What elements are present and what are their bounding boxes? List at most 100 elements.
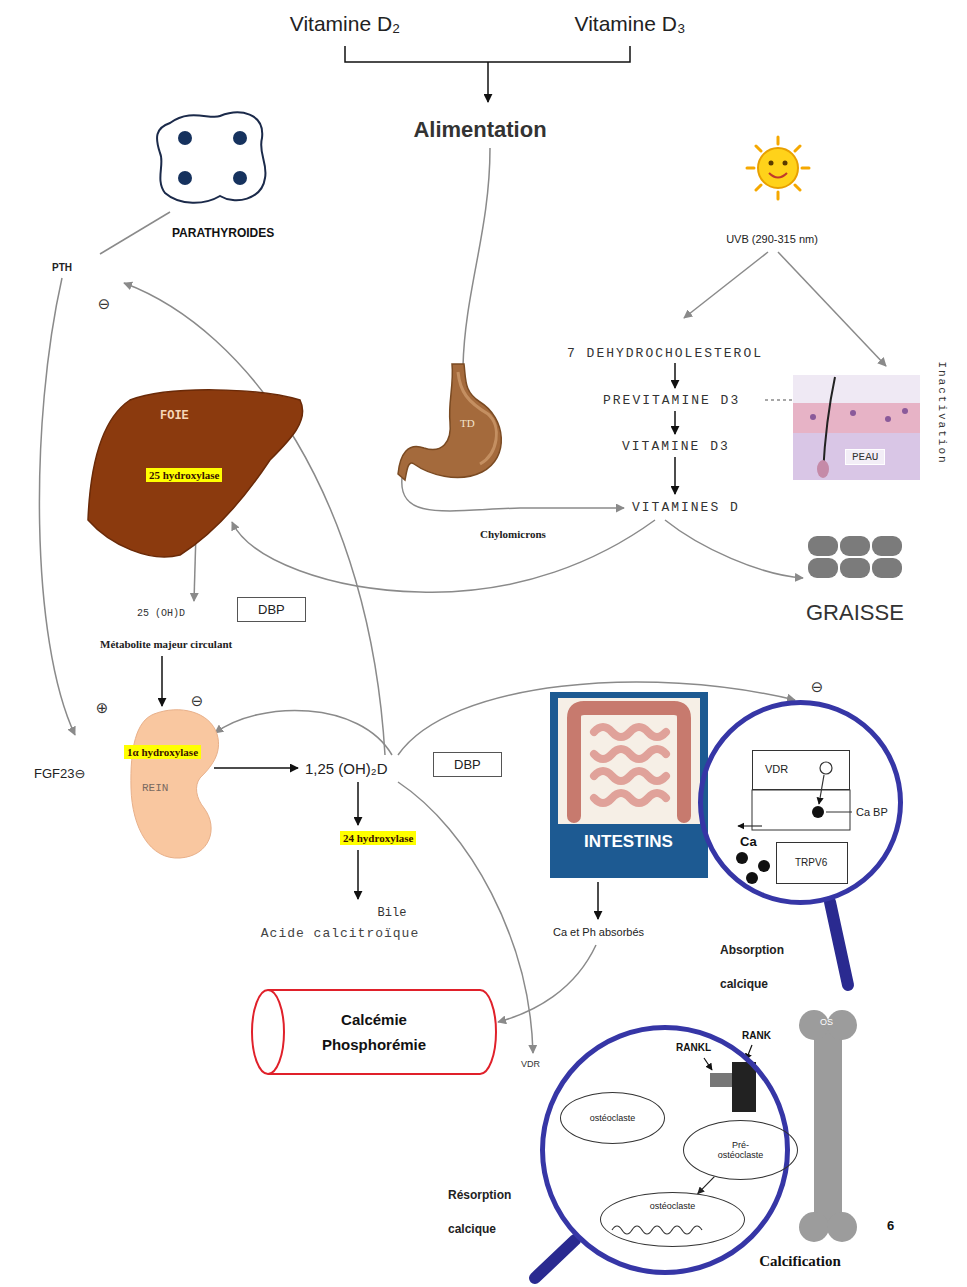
flow-arrow <box>597 882 599 919</box>
protein-dot <box>812 806 824 818</box>
cell-box: VDR <box>752 750 850 790</box>
node-text: INTESTINS <box>584 832 673 852</box>
node-text: 1α hydroxylase <box>127 746 198 758</box>
magnifier-lens: Résorption calciqueostéoclastePré-ostéoc… <box>540 1025 790 1275</box>
stomach-outline <box>398 364 501 480</box>
receptor-box <box>732 1062 756 1112</box>
flow-arrow <box>39 278 75 735</box>
stomach-highlight <box>458 372 496 464</box>
gland-dot <box>178 171 192 185</box>
leader-line <box>826 812 852 813</box>
flow-arrow <box>357 850 359 899</box>
text-label: PREVITAMINE D3 <box>603 393 740 408</box>
node-text: OS <box>820 1017 833 1027</box>
vessel-outline <box>268 990 496 1074</box>
hair-shaft <box>823 377 835 473</box>
node-text: DBP <box>454 757 481 772</box>
skin-cell <box>810 414 816 420</box>
node-text: TRPV6 <box>795 857 827 868</box>
text-label: Bile <box>378 906 407 920</box>
bone-shape-outline <box>797 1005 859 1245</box>
enzyme-highlight: 25 hydroxylase <box>146 468 222 482</box>
bone-shaft <box>814 1025 842 1225</box>
gland-dot <box>233 131 247 145</box>
node-text: Absorption calcique <box>720 933 800 1001</box>
fat-cell <box>872 536 902 556</box>
flow-arrow <box>357 782 359 825</box>
magnifier-lens: Absorption calciqueVDRTRPV6 <box>698 700 903 905</box>
text-label: ⊖ <box>191 692 204 710</box>
node-text: Résorption calcique <box>448 1178 533 1246</box>
text-label: Calcification <box>759 1253 841 1270</box>
node-text: GRAISSE <box>806 600 904 626</box>
protein-box: DBP <box>237 597 306 622</box>
bracket-line <box>345 46 630 62</box>
node-text: FOIE <box>160 409 189 423</box>
blood-vessel: Calcémie Phosphorémie <box>250 988 498 1076</box>
kidney-outline <box>131 710 219 858</box>
fat-cell <box>872 558 902 578</box>
text-label: Alimentation <box>413 117 546 143</box>
kidney-organ-outline <box>122 706 227 861</box>
flow-arrow <box>665 520 803 578</box>
cell-box <box>752 790 850 830</box>
text-label: VDR <box>521 1059 540 1069</box>
text-label: Ca BP <box>856 806 888 818</box>
text-label: VITAMINES D <box>632 500 740 515</box>
enzyme-highlight: 24 hydroxylase <box>340 831 416 845</box>
liver-outline <box>88 390 303 557</box>
node-text: TD <box>460 417 475 429</box>
liver-organ: FOIE 25 hydroxylase <box>85 385 307 565</box>
sun-eye <box>783 161 788 166</box>
vessel-end <box>252 990 284 1074</box>
kidney-organ: REIN1α hydroxylase <box>122 706 227 861</box>
text-label: RANK <box>742 1030 771 1041</box>
text-label: Ca et Ph absorbés <box>553 926 644 938</box>
text-label: Vitamine D₃ <box>575 12 686 36</box>
text-label: FGF23⊖ <box>34 766 85 781</box>
skin-cell <box>885 416 891 422</box>
ligand-box <box>710 1073 732 1087</box>
flow-arrow <box>402 478 624 511</box>
text-label: VITAMINE D3 <box>622 439 730 454</box>
flow-arrow <box>674 457 676 494</box>
node-text: 25 hydroxylase <box>149 469 219 481</box>
gland-shape-outline <box>150 108 275 208</box>
bone-end <box>799 1212 829 1242</box>
flow-arrow <box>214 767 298 769</box>
sun-rays <box>747 137 809 199</box>
cell-ellipse: ostéoclaste <box>560 1092 665 1144</box>
fat-cell <box>808 536 838 556</box>
text-label: Vitamine D₂ <box>290 12 400 36</box>
small-intestine <box>594 727 666 803</box>
gland-shape: PARATHYROIDES <box>150 108 275 208</box>
skin-layer <box>793 433 920 480</box>
fat-cell <box>840 536 870 556</box>
flow-arrow <box>498 945 596 1022</box>
text-label: ⊕ <box>96 699 109 717</box>
sun-eye <box>769 161 774 166</box>
text-label: PTH <box>52 262 72 273</box>
skin-layer <box>793 375 920 403</box>
text-label: UVB (290-315 nm) <box>726 233 818 245</box>
text-label: 25 (OH)D <box>137 608 185 619</box>
skin-layer <box>793 403 920 433</box>
cell-box: TRPV6 <box>776 842 848 884</box>
node-text: Calcémie Phosphorémie <box>322 1007 426 1057</box>
sun-smile <box>769 173 787 178</box>
skin-section: PEAU <box>793 375 920 480</box>
text-label: Ca <box>740 834 757 849</box>
bone-shape: OS <box>797 1005 859 1245</box>
connector-arrow <box>698 1177 715 1194</box>
text-label: 7 DEHYDROCHOLESTEROL <box>567 346 763 361</box>
node-text: Pré-ostéoclaste <box>718 1140 764 1160</box>
flow-arrow <box>674 411 676 434</box>
text-label: 1,25 (OH)₂D <box>305 760 388 777</box>
node-text: 24 hydroxylase <box>343 832 413 844</box>
fat-tissue: GRAISSE <box>800 530 912 630</box>
blood-vessel-outline <box>250 988 498 1076</box>
text-label: 6 <box>887 1218 894 1233</box>
node-text: DBP <box>258 602 285 617</box>
text-label: RANKL <box>676 1042 711 1053</box>
intestine-picture: INTESTINS <box>550 692 708 878</box>
